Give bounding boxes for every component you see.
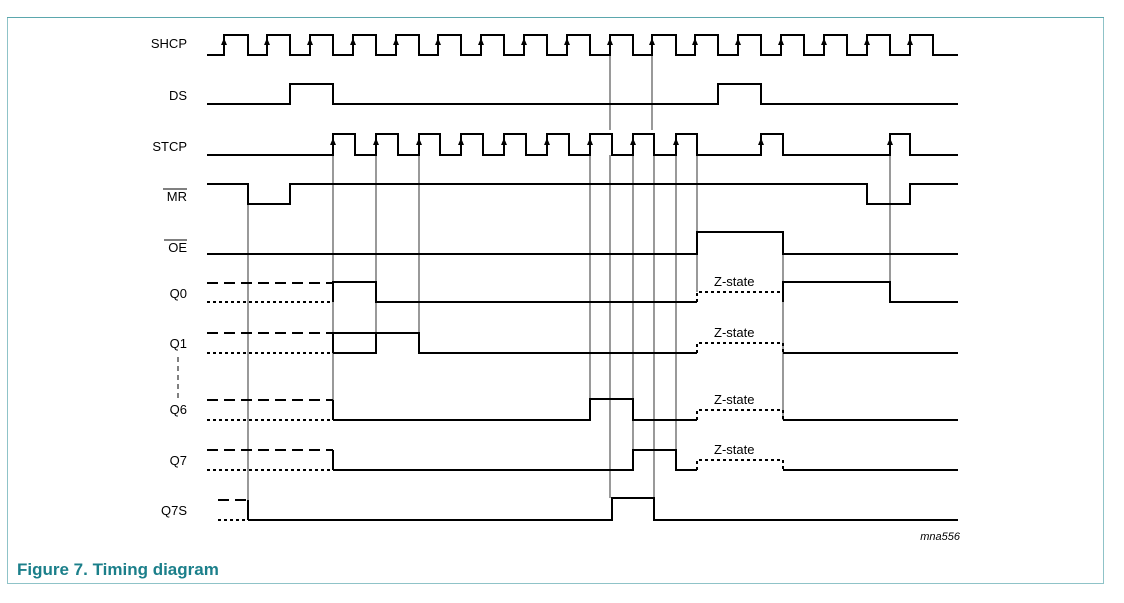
waveform-shcp xyxy=(207,34,958,56)
signal-label-shcp: SHCP xyxy=(151,36,187,51)
signal-label-q7: Q7 xyxy=(170,453,187,468)
signal-label-ds: DS xyxy=(169,88,187,103)
reference-lines xyxy=(247,55,891,500)
figure-caption: Figure 7. Timing diagram xyxy=(17,560,219,579)
waveform-q7 xyxy=(333,449,958,471)
waveform-oe xyxy=(207,231,958,255)
q7-z-state xyxy=(696,459,784,470)
z-state-label-q1: Z-state xyxy=(714,325,754,340)
waveform-q6 xyxy=(333,398,958,421)
stcp-edge-arrows xyxy=(330,138,893,145)
signal-label-mr: MR xyxy=(167,189,187,204)
q0-z-state xyxy=(696,291,784,302)
waveform-q1 xyxy=(332,332,958,354)
waveform-q1-low xyxy=(333,333,377,354)
waveform-stcp xyxy=(207,133,958,156)
figure-top-rule xyxy=(7,17,1104,18)
waveform-q0 xyxy=(332,281,958,303)
signal-label-q6: Q6 xyxy=(170,402,187,417)
signal-label-q0: Q0 xyxy=(170,286,187,301)
signal-label-q1: Q1 xyxy=(170,336,187,351)
shcp-edge-arrows xyxy=(221,38,913,45)
signal-label-q7s: Q7S xyxy=(161,503,187,518)
q1-z-state xyxy=(696,342,784,353)
z-state-label-q0: Z-state xyxy=(714,274,754,289)
waveform-q7s xyxy=(248,497,958,521)
waveform-mr xyxy=(207,183,958,205)
q6-z-state xyxy=(696,409,784,420)
waveform-ds xyxy=(207,83,958,105)
z-state-label-q7: Z-state xyxy=(714,442,754,457)
signal-label-stcp: STCP xyxy=(152,139,187,154)
signal-label-oe: OE xyxy=(168,240,187,255)
z-state-label-q6: Z-state xyxy=(714,392,754,407)
figure-reference: mna556 xyxy=(920,531,961,543)
